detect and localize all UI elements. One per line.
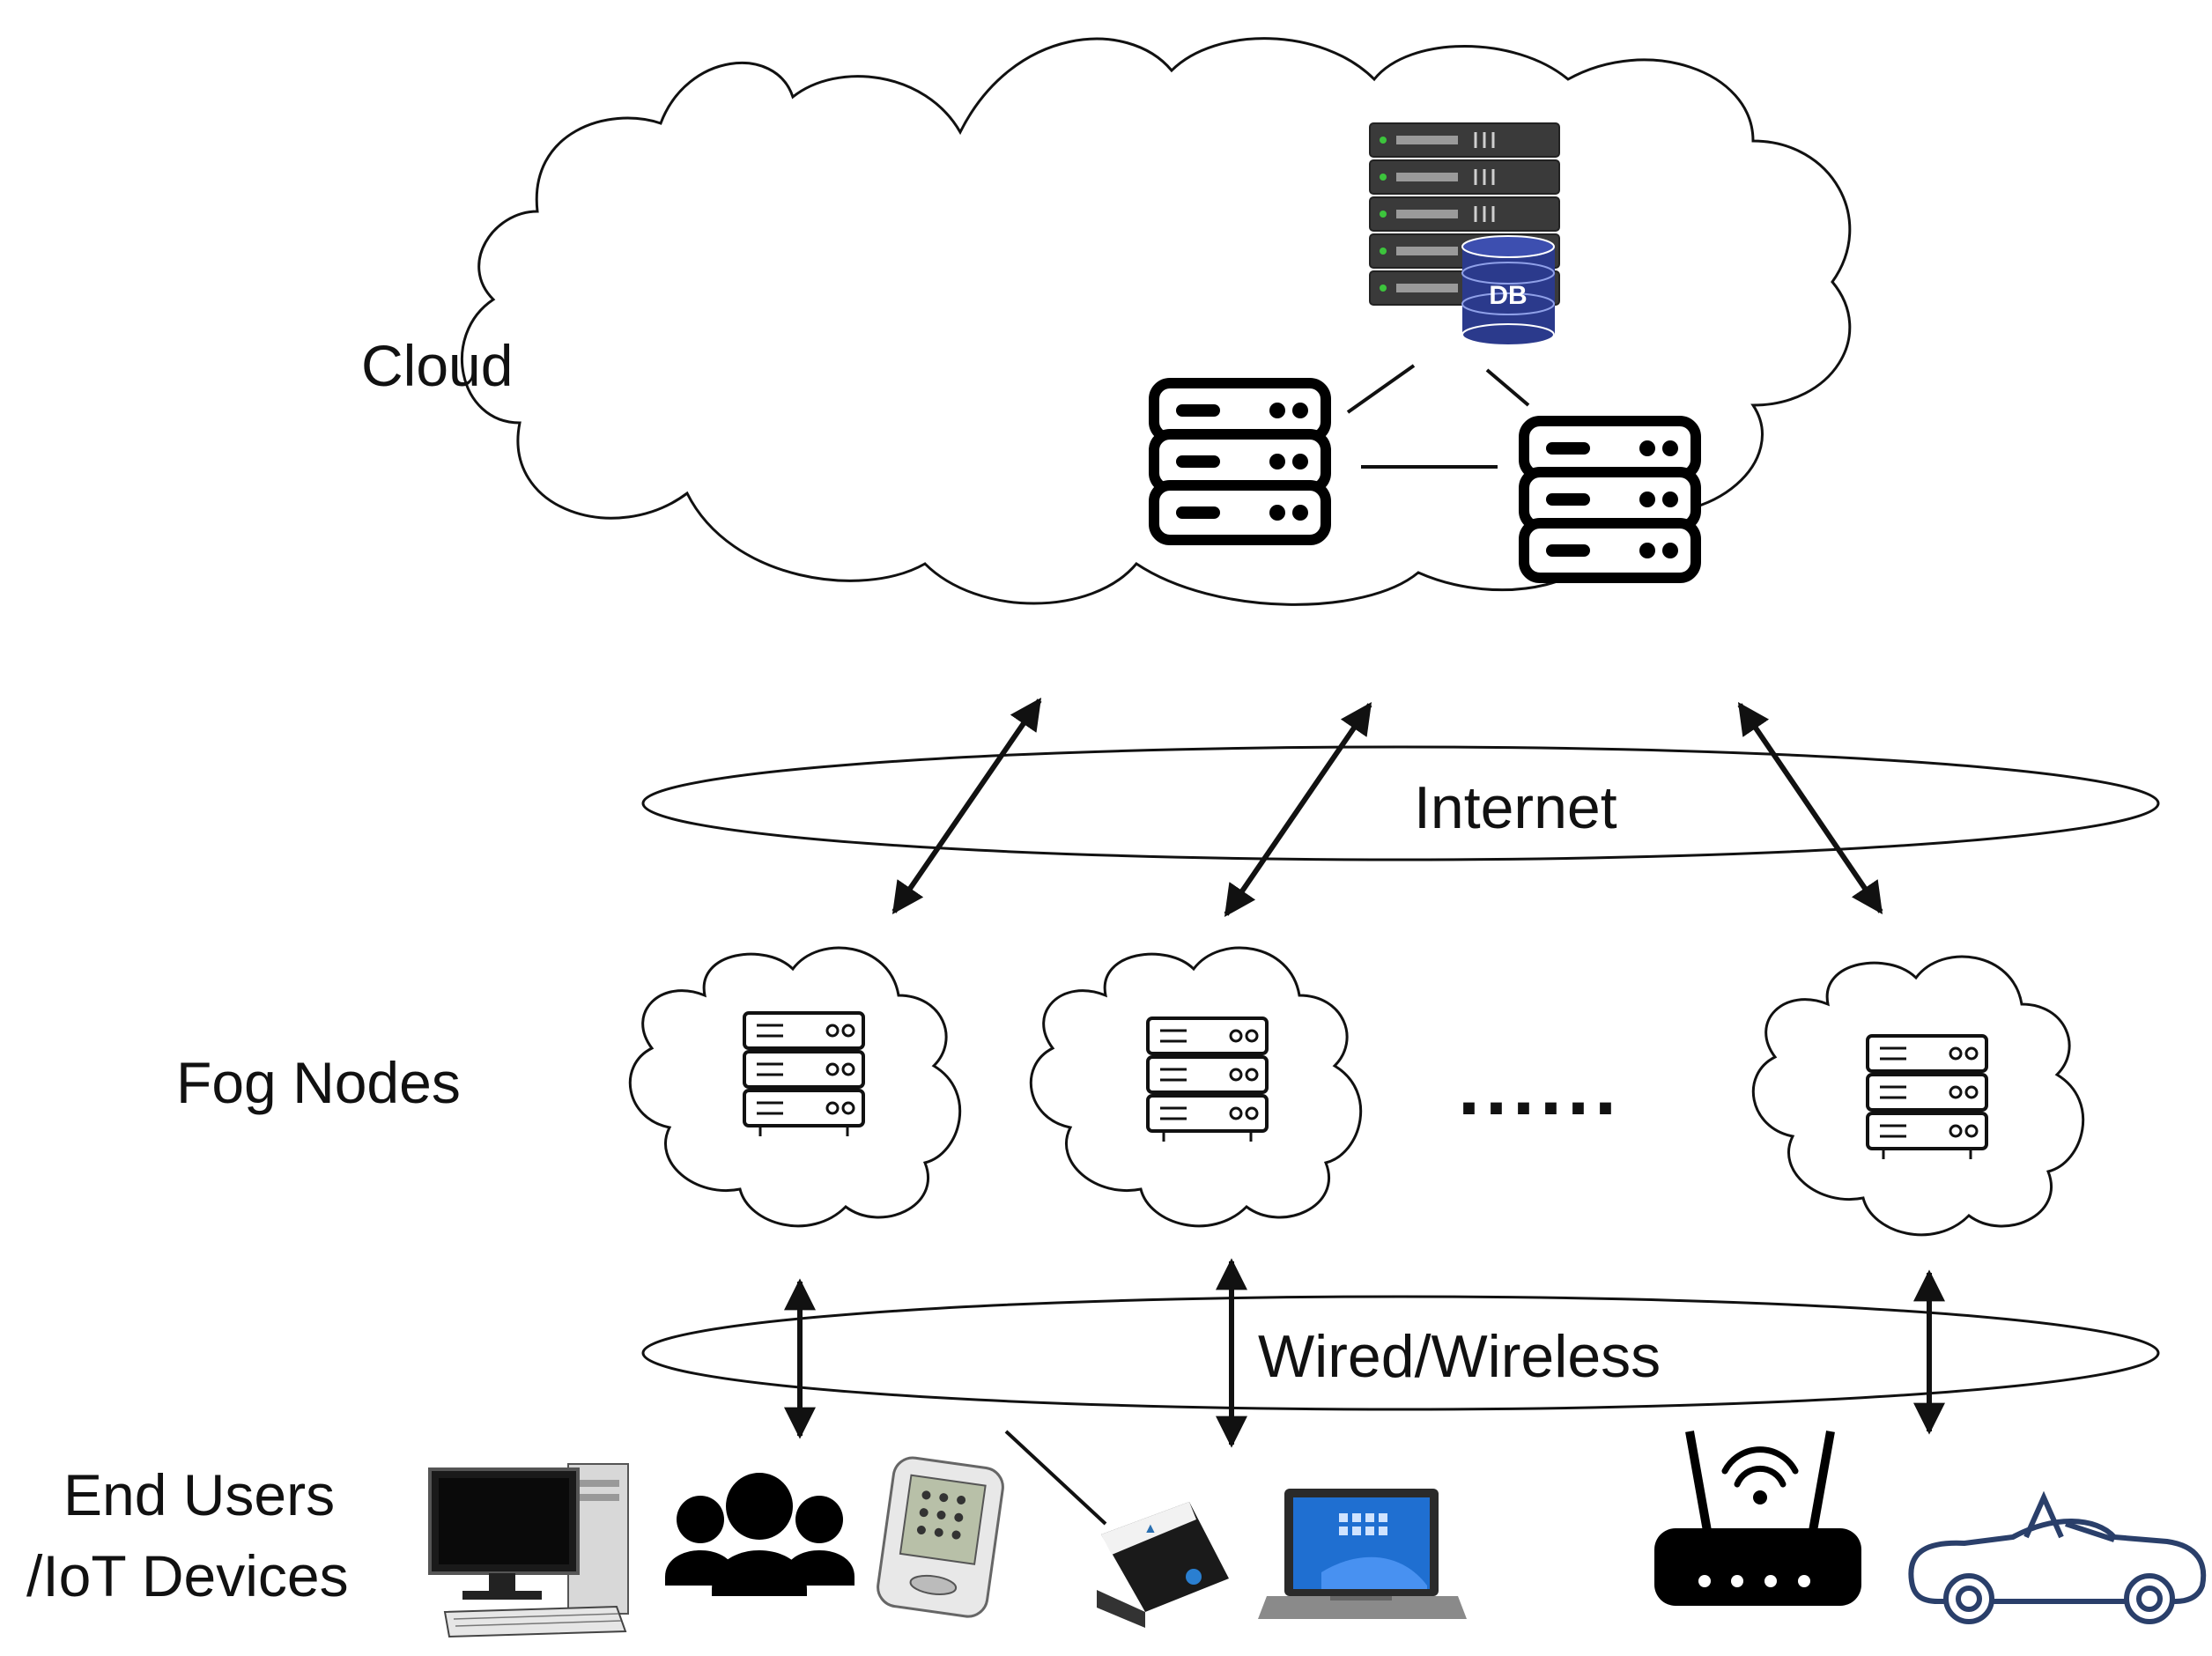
- fog-nodes-ellipsis: ......: [1458, 1044, 1622, 1132]
- cloud-shape: [461, 37, 1852, 606]
- svg-text:▲: ▲: [1143, 1521, 1158, 1536]
- wired-wireless-label: Wired/Wireless: [1258, 1323, 1661, 1390]
- pda-icon: [877, 1456, 1004, 1618]
- cloud-server-links: [1346, 364, 1530, 469]
- fog-node-3: [1751, 955, 2085, 1237]
- fog-node-1: [628, 946, 962, 1228]
- database-icon: DB: [1461, 235, 1555, 346]
- internet-ring: [641, 745, 2160, 861]
- fog-node-2: [1029, 946, 1363, 1228]
- laptop-icon: [1258, 1489, 1467, 1619]
- server-icon: [1866, 1034, 1988, 1159]
- server-icon: [1149, 378, 1331, 545]
- cloud-fog-arrow-1: [891, 698, 1042, 914]
- wifi-router-icon: [1654, 1431, 1861, 1606]
- cloud-fog-arrow-2: [1224, 702, 1372, 917]
- fog-device-arrows: [784, 1258, 1945, 1448]
- cloud-fog-arrow-3: [1737, 702, 1883, 914]
- fog-nodes-label: Fog Nodes: [176, 1050, 461, 1115]
- server-icon: [1146, 1017, 1269, 1142]
- wired-wireless-ring: [641, 1295, 2160, 1411]
- internet-label: Internet: [1414, 774, 1617, 841]
- internet-arrows: [891, 698, 1883, 917]
- server-icon: [743, 1011, 865, 1136]
- end-users-label-line2: /IoT Devices: [26, 1543, 349, 1608]
- cloud-label: Cloud: [361, 333, 513, 398]
- desktop-computer-icon: [428, 1463, 629, 1638]
- car-icon: [1908, 1490, 2207, 1624]
- db-label: DB: [1489, 281, 1527, 310]
- iot-sensor-icon: ▲: [1004, 1430, 1229, 1628]
- users-group-icon: [665, 1473, 854, 1596]
- server-icon: [1519, 416, 1701, 583]
- end-users-label-line1: End Users: [63, 1462, 335, 1527]
